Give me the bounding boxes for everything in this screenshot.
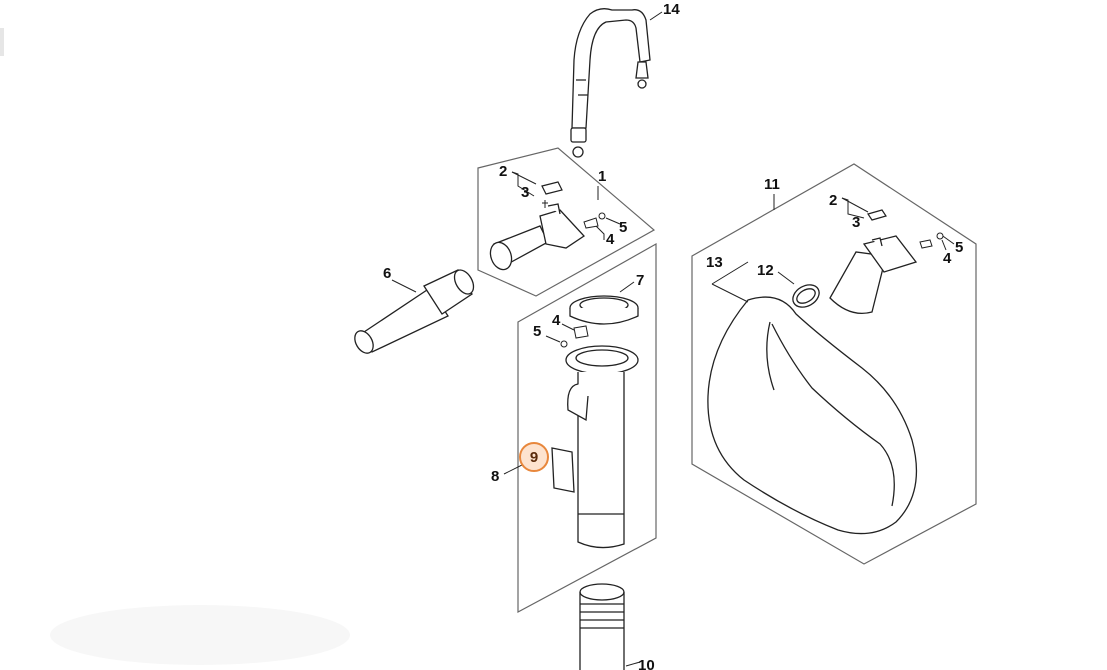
callout-1[interactable]: 1	[598, 168, 606, 185]
background-shadow	[50, 605, 350, 665]
callout-4-tube[interactable]: 4	[552, 312, 561, 329]
part-5-screw-tube[interactable]	[560, 340, 568, 348]
callout-13[interactable]: 13	[706, 254, 723, 271]
callout-8[interactable]: 8	[491, 468, 499, 485]
callout-5-group1[interactable]: 5	[619, 219, 627, 236]
part-4-clip[interactable]	[583, 217, 599, 229]
part-8-suction-tube[interactable]	[565, 345, 639, 549]
callout-2-group1[interactable]: 2	[499, 163, 507, 180]
part-1-group-frame	[477, 147, 656, 297]
part-6-nozzle[interactable]	[351, 267, 477, 357]
left-edge-tab	[0, 28, 4, 56]
part-5-screw-bag[interactable]	[936, 232, 944, 240]
part-12-clamp[interactable]	[789, 280, 823, 311]
part-5-screw[interactable]	[598, 212, 606, 220]
callout-9-label[interactable]: 9	[530, 449, 538, 466]
callout-9-highlighted[interactable]: 9	[519, 442, 549, 472]
callout-10[interactable]: 10	[638, 657, 655, 670]
callout-4-group1[interactable]: 4	[606, 231, 615, 248]
tube-group-frame	[517, 242, 657, 614]
part-7-ring[interactable]	[569, 295, 639, 325]
part-3-spring[interactable]	[542, 200, 548, 208]
part-9-label[interactable]	[551, 447, 575, 493]
callout-7[interactable]: 7	[636, 272, 644, 289]
callout-9-highlight-ring	[519, 442, 549, 472]
part-13-collection-bag[interactable]	[707, 296, 918, 535]
callout-6[interactable]: 6	[383, 265, 391, 282]
callout-4-group11[interactable]: 4	[943, 250, 952, 267]
part-2-button[interactable]	[541, 181, 563, 195]
callout-5-group11[interactable]: 5	[955, 239, 963, 256]
group-11-leaders	[777, 197, 955, 285]
part-2-button-bag[interactable]	[867, 209, 887, 221]
part-4-clip-bag[interactable]	[919, 239, 933, 249]
callout-5-tube[interactable]: 5	[533, 323, 541, 340]
callout-11[interactable]: 11	[764, 176, 780, 193]
part-11-adapter[interactable]	[829, 235, 918, 315]
callout-3-group11[interactable]: 3	[852, 214, 860, 231]
callout-3-group1[interactable]: 3	[521, 184, 529, 201]
callout-12[interactable]: 12	[757, 262, 774, 279]
part-11-group-frame	[691, 163, 977, 565]
part-1-handle[interactable]	[487, 203, 585, 273]
part-10-pipe[interactable]	[579, 583, 625, 670]
part-4-clip-tube[interactable]	[573, 325, 589, 339]
callout-14[interactable]: 14	[663, 1, 680, 18]
part-14-shoulder-strap[interactable]	[570, 8, 651, 158]
callout-2-group11[interactable]: 2	[829, 192, 837, 209]
